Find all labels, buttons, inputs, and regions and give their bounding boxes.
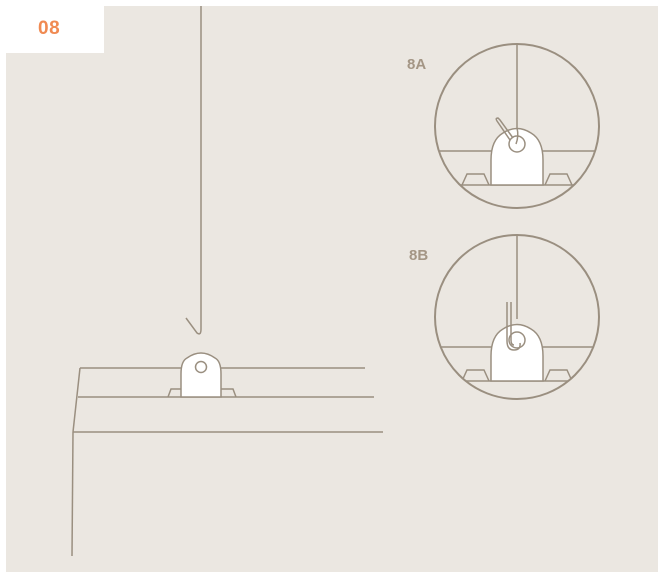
detail-label-8b: 8B: [409, 247, 429, 264]
step-tab: [6, 6, 104, 53]
hanging-wire: [185, 6, 202, 335]
step-number: 08: [38, 18, 61, 39]
mounting-bracket: [167, 352, 237, 398]
detail-8a-circle: [434, 43, 600, 209]
panel-edges: [71, 367, 383, 557]
detail-label-8a: 8A: [407, 56, 427, 73]
instruction-panel: [6, 6, 658, 572]
detail-8b-circle: [434, 234, 600, 400]
